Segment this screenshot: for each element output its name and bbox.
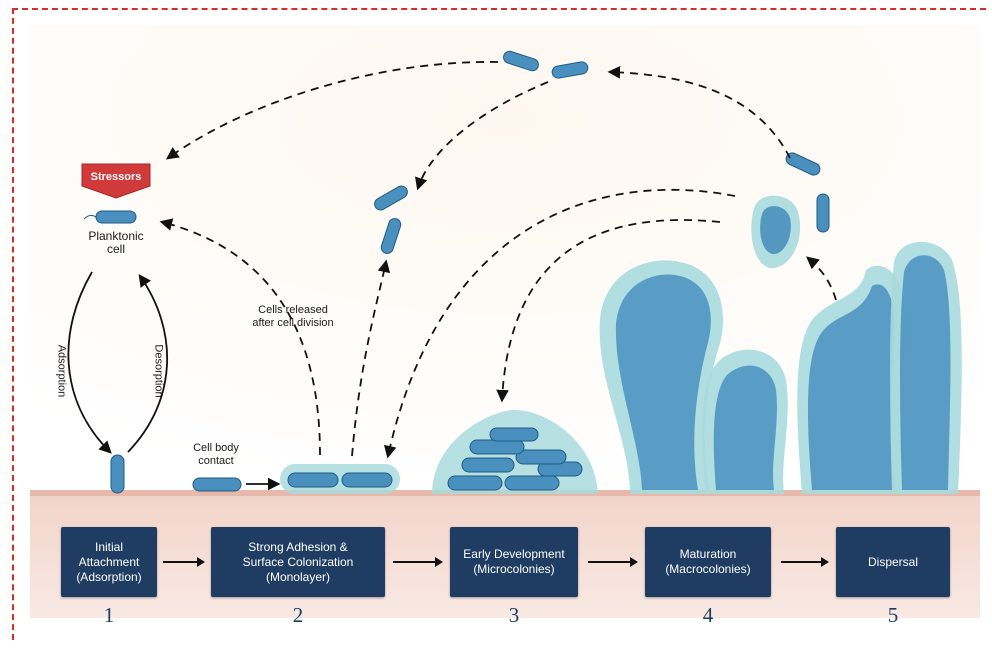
- monolayer-colony: [280, 464, 400, 494]
- stage-arrow-3-4: [588, 561, 636, 563]
- cells-released-label: Cells released after cell division: [228, 304, 358, 330]
- stage-arrow-2-3: [393, 561, 441, 563]
- desorption-label: Desorption: [153, 344, 165, 397]
- stage-box-3: Early Development (Microcolonies): [450, 527, 578, 597]
- stage-number-2: 2: [278, 603, 318, 628]
- stage-number-1: 1: [89, 603, 129, 628]
- stage-arrow-4-5: [781, 561, 827, 563]
- floating-cell-right-2: [817, 194, 829, 232]
- cell-body-contact-label: Cell body contact: [176, 442, 256, 468]
- planktonic-cell-label: Planktonic cell: [76, 230, 156, 256]
- stage-arrow-1-2: [163, 561, 203, 563]
- dispersal-colony-right: [890, 242, 962, 494]
- macrocolony-small: [702, 350, 788, 494]
- stage-box-1: Initial Attachment (Adsorption): [61, 527, 157, 597]
- stage-number-5: 5: [873, 603, 913, 628]
- stressors-label: Stressors: [91, 171, 142, 183]
- stage-number-4: 4: [688, 603, 728, 628]
- stage-box-2: Strong Adhesion & Surface Colonization (…: [211, 527, 385, 597]
- stage-box-4: Maturation (Macrocolonies): [645, 527, 771, 597]
- stage-box-5: Dispersal: [836, 527, 950, 597]
- stage-number-3: 3: [494, 603, 534, 628]
- contact-cell: [193, 478, 241, 491]
- attached-cell-stage-1: [111, 455, 124, 493]
- adsorption-label: Adsorption: [55, 345, 67, 398]
